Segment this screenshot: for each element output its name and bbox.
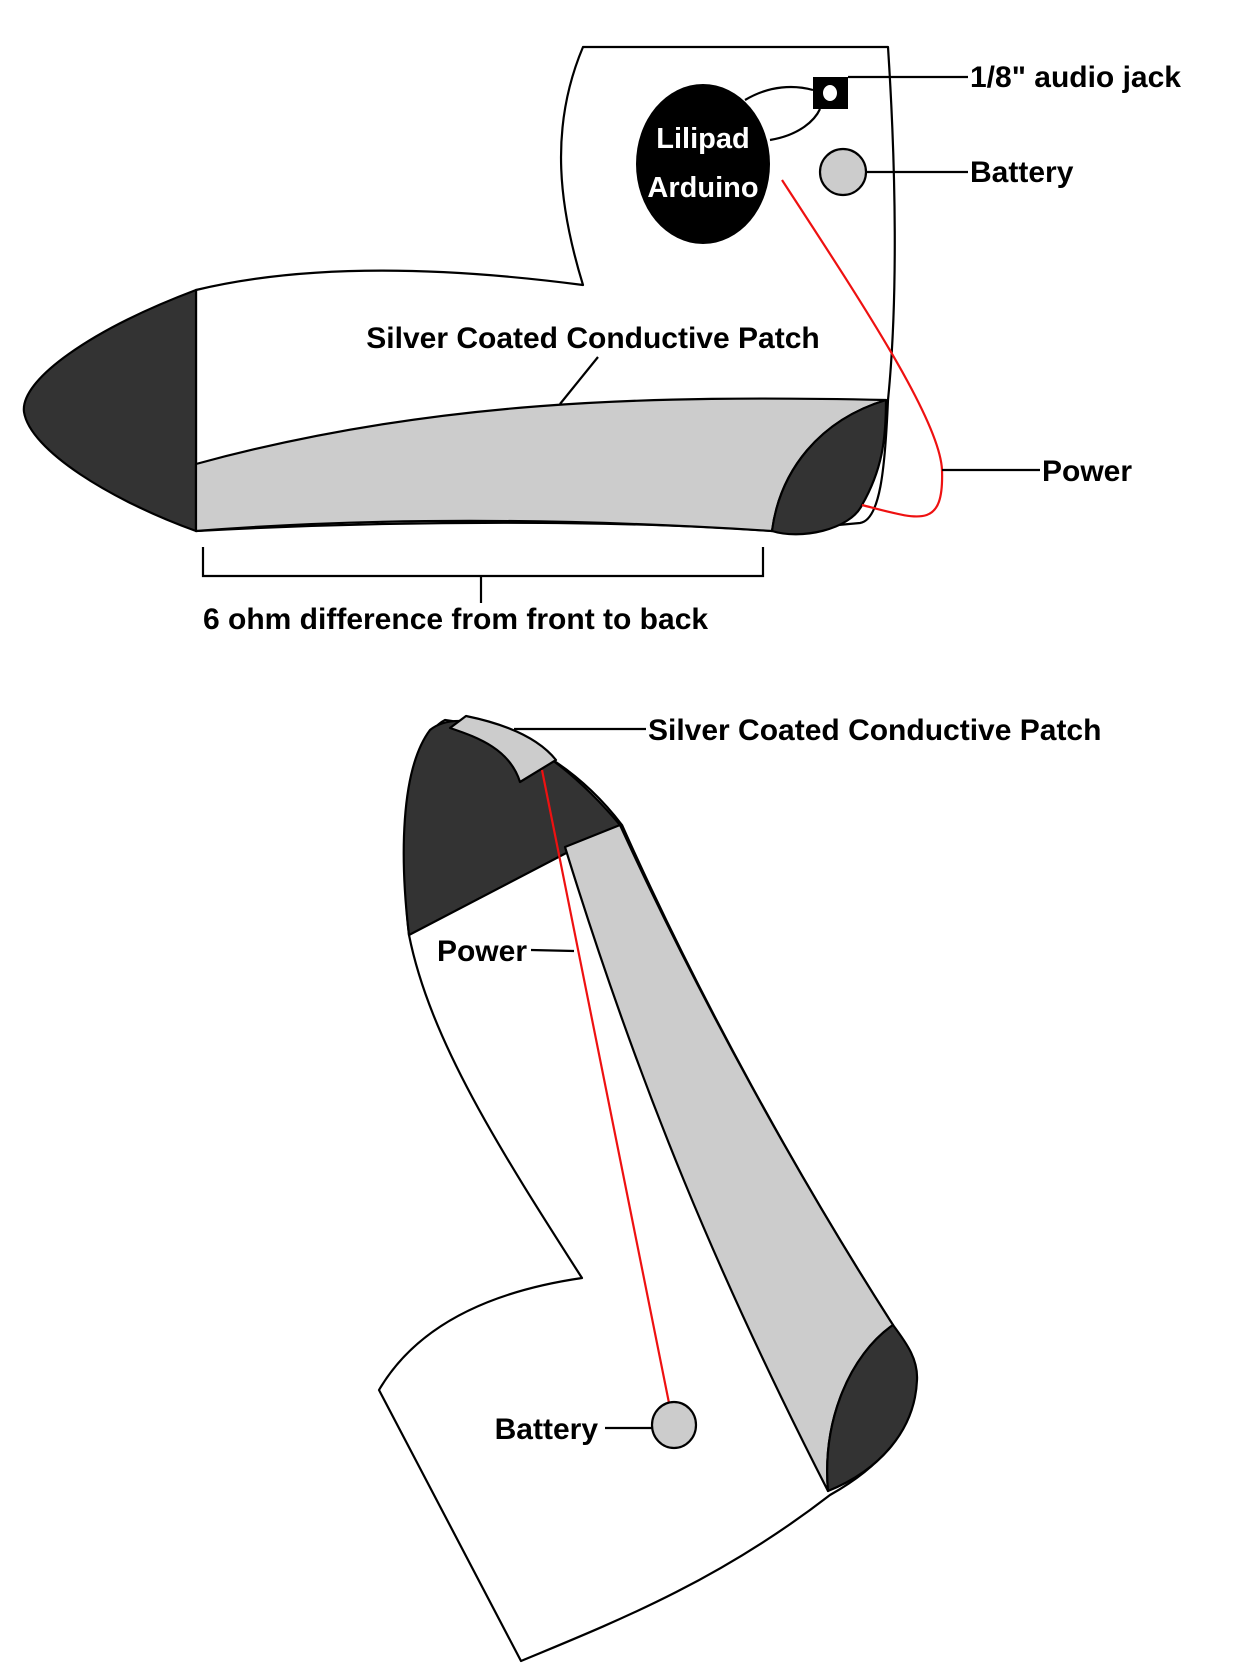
measurement-bracket [201,547,765,578]
power-wire-bottom [540,769,671,1404]
resistance-label: 6 ohm difference from front to back [203,603,708,636]
power-leader-bottom [530,948,575,953]
audio-jack-hole [823,85,837,101]
arduino-to-jack-wire [744,85,814,101]
battery-icon-side [818,147,868,197]
bottom-view: Battery Power Silver Coated Conductive P… [377,714,1101,1663]
conductive-patch-toe [448,714,558,784]
power-wire-side [781,179,944,518]
audio-jack-label: 1/8" audio jack [970,61,1181,94]
arduino-label-line2: Arduino [647,172,758,204]
side-view: Lilipad Arduino 1/8" audio jack Battery … [22,45,1181,636]
battery-label-bottom: Battery [495,1413,599,1446]
heel-cap-bottom [826,1323,919,1493]
lilipad-arduino-board [636,84,770,244]
toe-cap-side [22,288,198,533]
heel-cap-side [770,398,888,536]
patch-leader-side [559,356,599,405]
patch-label-side: Silver Coated Conductive Patch [366,322,819,355]
battery-label-side: Battery [970,156,1074,189]
arduino-label-line1: Lilipad [656,123,749,155]
power-label-bottom: Power [437,935,527,968]
battery-icon-bottom [650,1400,698,1450]
arduino-to-jack-wire-2 [769,108,822,142]
power-label-side: Power [1042,455,1132,488]
patch-label-bottom: Silver Coated Conductive Patch [648,714,1101,747]
